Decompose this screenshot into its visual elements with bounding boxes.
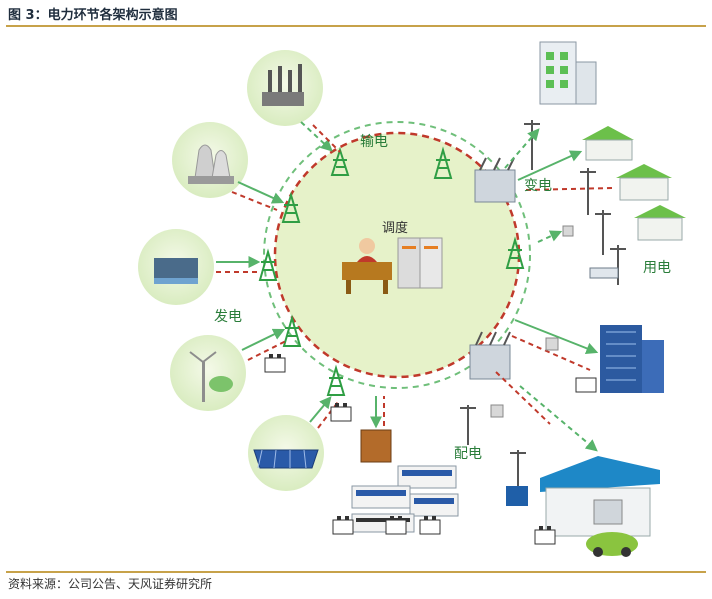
battery-icon: [534, 526, 556, 545]
nuclear-plant-node: [172, 122, 248, 198]
tower-icon: [281, 191, 301, 223]
consumption-label: 用电: [643, 260, 671, 276]
charging-post-icon: [506, 486, 528, 506]
dispatcher-desk-icon: [342, 238, 392, 294]
meter-box-icon: [490, 404, 504, 418]
utility-pole-icon: [510, 450, 526, 490]
house-icon: [634, 205, 686, 241]
substation-icon: [474, 157, 516, 203]
tower-icon: [258, 248, 278, 281]
hydro-plant-node: [138, 229, 214, 305]
tower-icon: [326, 364, 346, 396]
thermal-plant-node: [247, 50, 323, 126]
meter-box-icon: [562, 225, 574, 237]
utility-pole-icon: [610, 245, 626, 285]
outer-grid-ring: [263, 121, 531, 389]
tower-icon: [330, 146, 350, 176]
ev-charging-station-icon: [540, 456, 660, 557]
battery-icon: [332, 516, 354, 535]
utility-pole-icon: [595, 210, 611, 255]
utility-pole-icon: [580, 168, 596, 215]
storage-box-icon: [360, 429, 392, 463]
battery-icon: [385, 516, 407, 535]
meter-box-icon: [545, 337, 559, 351]
tower-icon: [505, 236, 525, 269]
wind-farm-node: [170, 335, 246, 411]
dispatch-label: 调度: [382, 220, 408, 236]
top-divider: [6, 25, 706, 27]
utility-pole-icon: [460, 405, 476, 445]
bottom-divider: [6, 571, 706, 573]
figure-title: 图 3：电力环节各架构示意图: [8, 8, 178, 23]
office-tower-icon: [539, 41, 597, 105]
house-icon: [616, 164, 672, 201]
distribution-substation-icon: [469, 331, 511, 380]
distribution-label: 配电: [454, 446, 482, 462]
commercial-building-icon: [351, 465, 459, 533]
solar-farm-node: [248, 415, 324, 491]
substation-label: 变电: [524, 178, 552, 194]
server-cabinet-icon: [397, 237, 443, 289]
battery-icon: [264, 354, 286, 373]
tower-icon: [282, 314, 302, 347]
battery-icon: [330, 403, 352, 422]
source-note: 资料来源：公司公告、天风证券研究所: [8, 577, 213, 591]
tower-icon: [433, 146, 453, 179]
battery-icon: [419, 516, 441, 535]
house-icon: [582, 126, 634, 161]
utility-pole-icon: [524, 120, 540, 170]
office-building-icon: [575, 325, 664, 393]
wifi-router-icon: [589, 267, 619, 279]
generation-label: 发电: [214, 309, 242, 325]
transmission-label: 输电: [360, 134, 388, 150]
